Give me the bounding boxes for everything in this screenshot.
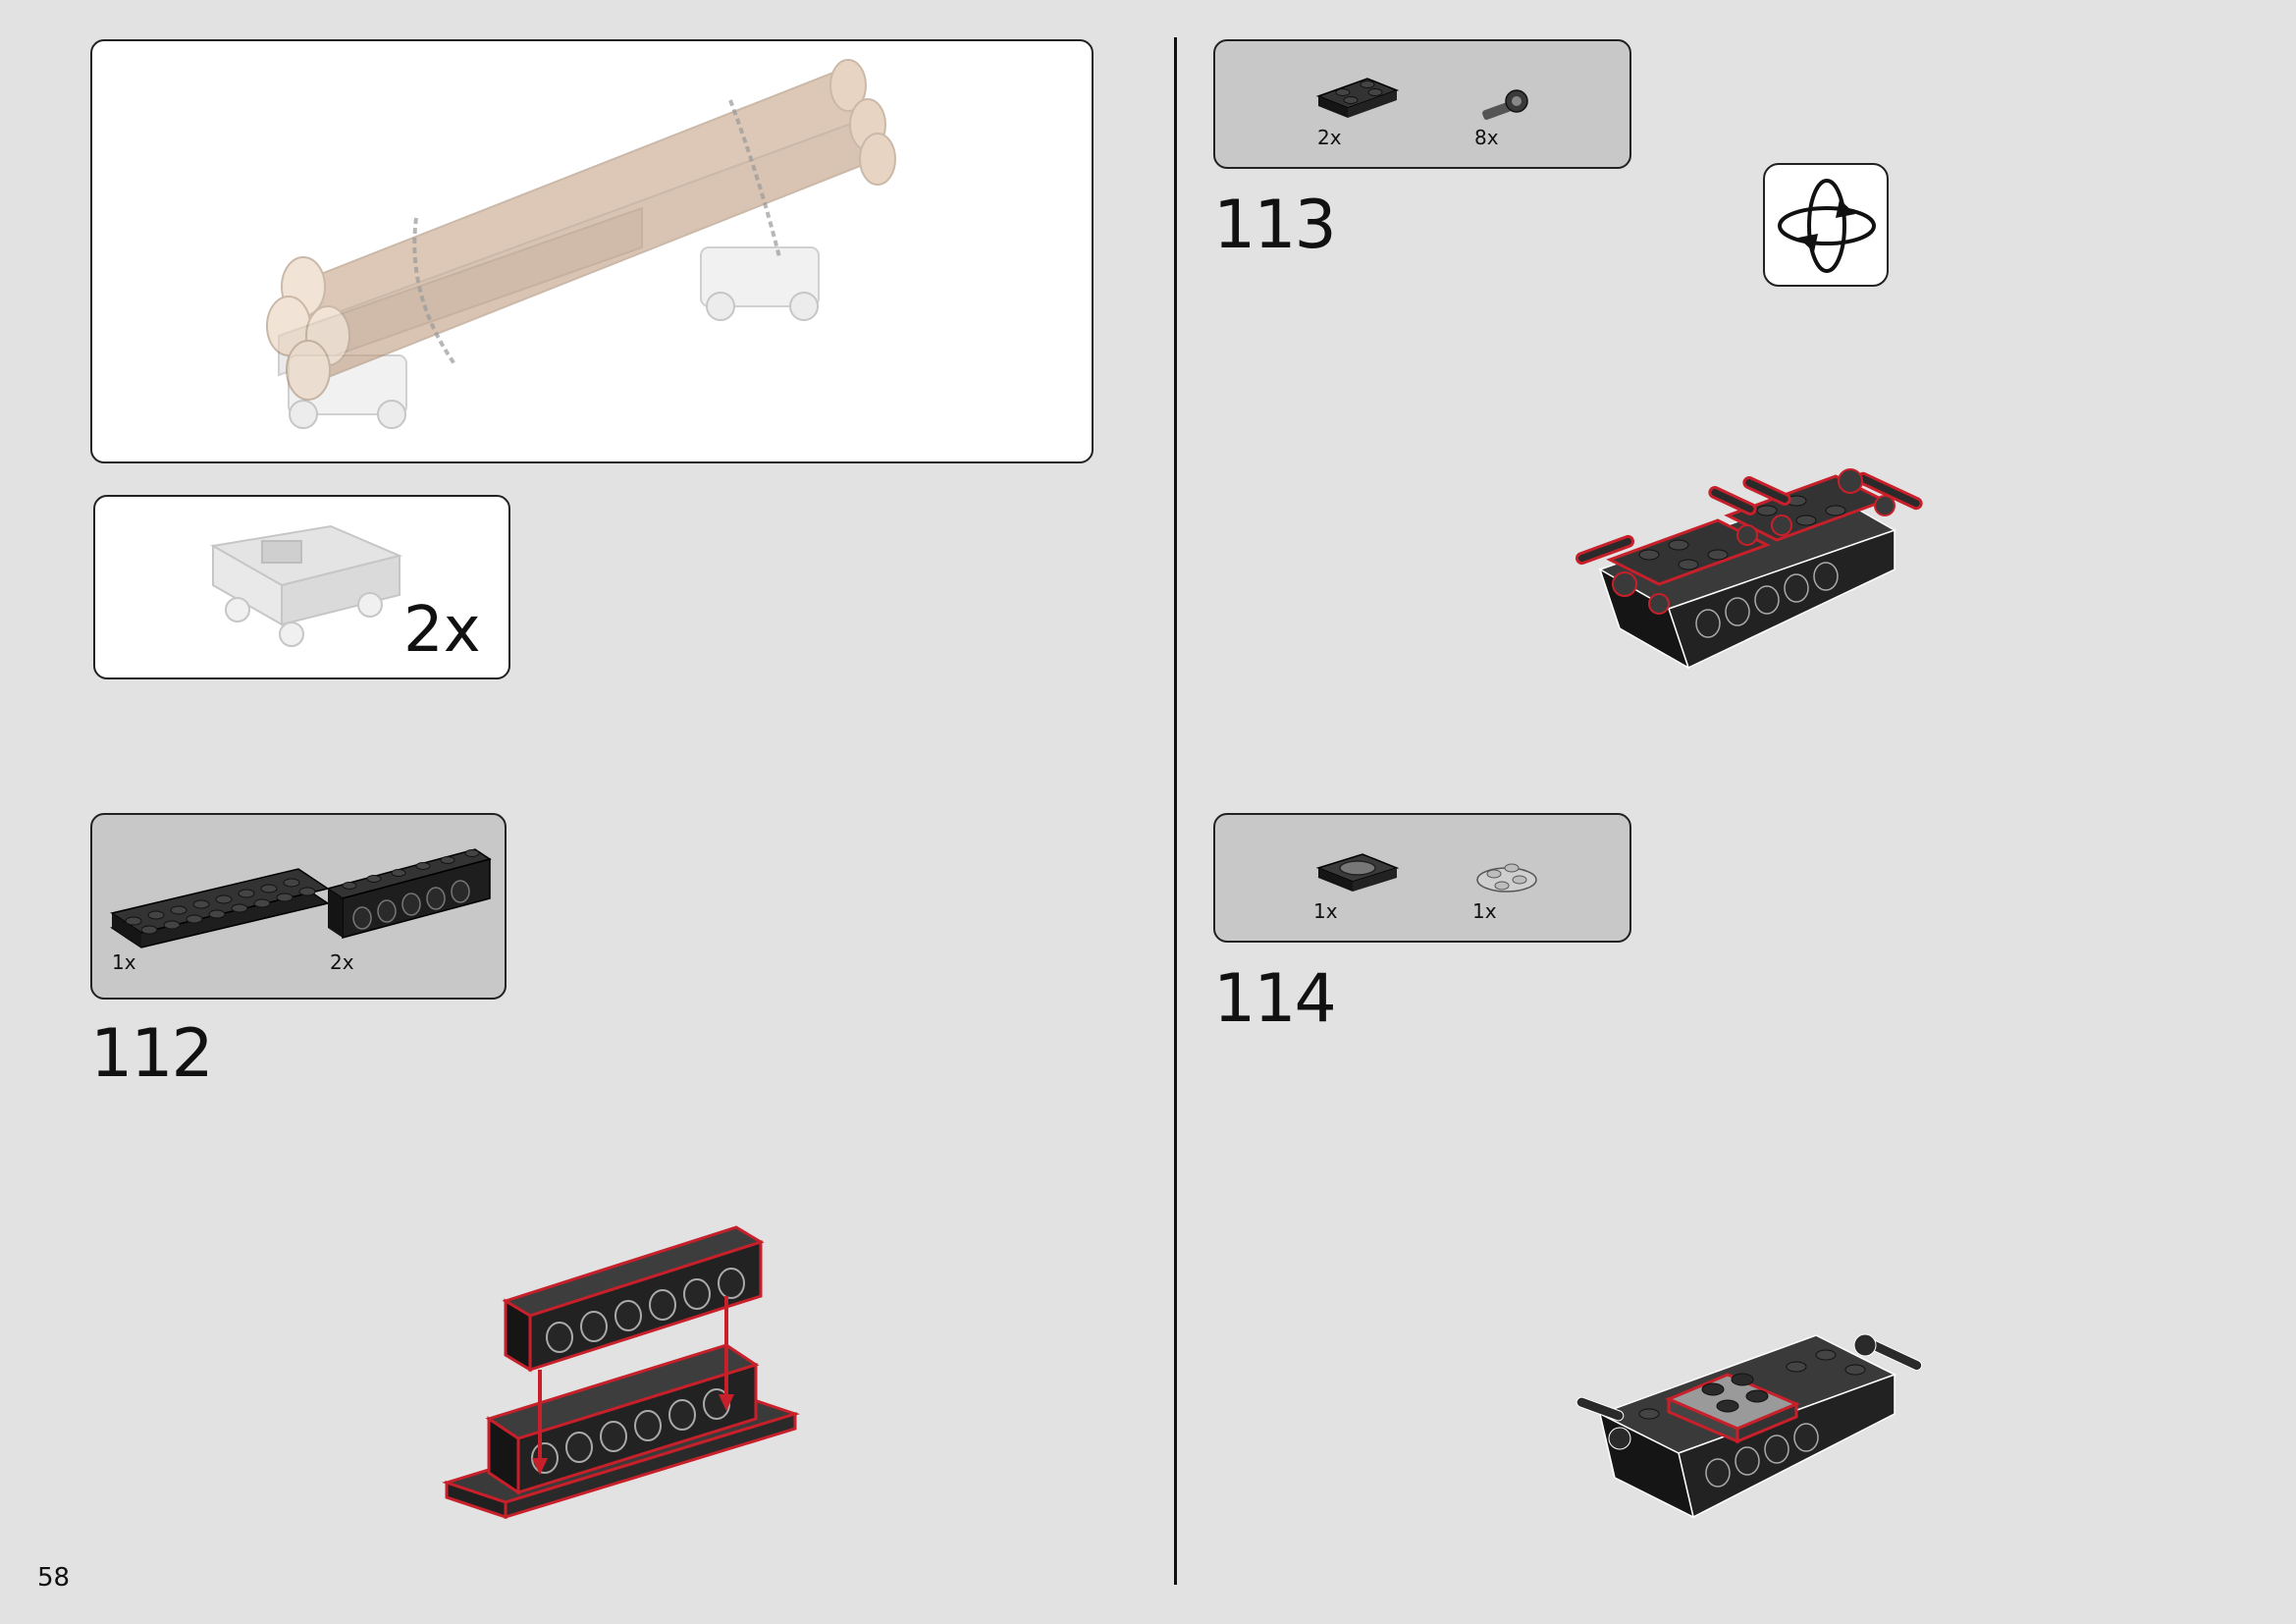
page-number: 58 (37, 1563, 71, 1593)
rotate-icon (1778, 179, 1876, 273)
step-number: 114 (1213, 960, 1337, 1038)
plate-2x8-black-icon (110, 868, 330, 948)
parts-list-114: 1x 1x (1213, 813, 1631, 943)
log-wagon-illustration (266, 59, 896, 429)
step-number: 113 (1213, 187, 1337, 264)
multiplier-label: 2x (403, 594, 481, 667)
bar-holder-clip-icon (1482, 89, 1528, 120)
step-112-illustration (442, 1225, 800, 1520)
page-divider (1174, 37, 1177, 1585)
rotate-model-callout (1763, 163, 1889, 287)
part-qty: 1x (112, 950, 136, 974)
turntable-plate-2x2-icon (1315, 853, 1400, 892)
step-113-illustration (1575, 468, 1923, 670)
step-number: 112 (90, 1015, 214, 1093)
plate-2x2-black-icon (1315, 78, 1400, 118)
model-preview-panel (90, 39, 1094, 463)
part-qty: 2x (1317, 126, 1342, 149)
parts-list-112: 1x 2x (90, 813, 507, 1000)
part-qty: 8x (1474, 126, 1499, 149)
part-qty: 2x (330, 950, 354, 974)
step-114-illustration (1575, 1333, 1923, 1519)
part-qty: 1x (1313, 899, 1338, 923)
technic-brick-1x6-black-icon (326, 848, 492, 939)
subassembly-callout: 2x (93, 495, 510, 679)
parts-list-113: 2x 8x (1213, 39, 1631, 169)
round-plate-2x2-icon (1476, 863, 1537, 893)
bogie-illustration (210, 524, 403, 647)
part-qty: 1x (1472, 899, 1497, 923)
